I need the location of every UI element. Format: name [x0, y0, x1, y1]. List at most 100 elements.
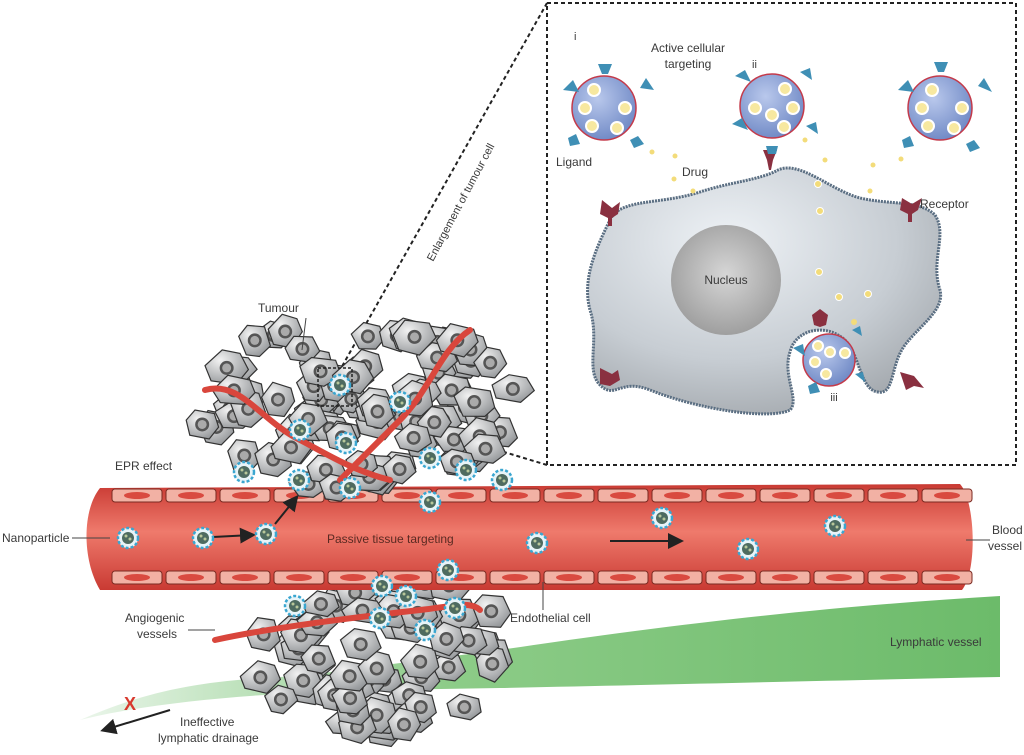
endothelial-nucleus	[124, 492, 150, 499]
receptor-icon	[900, 198, 922, 222]
tumour-cell-nucleolus	[399, 720, 409, 730]
liposome-iii	[793, 326, 865, 394]
tumour-cell-nucleolus	[222, 363, 232, 373]
endothelial-nucleus	[178, 574, 204, 581]
tumour-cell-nucleolus	[487, 659, 497, 669]
endothelial-nucleus	[556, 574, 582, 581]
tumour-cell-nucleolus	[469, 397, 479, 407]
tumour-cell-nucleolus	[372, 710, 382, 720]
nanoparticle-icon	[525, 531, 549, 555]
tumour-cell-nucleolus	[356, 639, 366, 649]
nanoparticles	[116, 373, 847, 642]
tumour-cell-nucleolus	[447, 385, 457, 395]
endothelial-nucleus	[610, 492, 636, 499]
tumour-cell-nucleolus	[296, 630, 306, 640]
endothelial-nucleus	[340, 574, 366, 581]
extravasation-arrow-2	[274, 494, 299, 525]
tumour-leader-line	[301, 317, 307, 351]
label-roman-iii: iii	[830, 392, 837, 404]
enlargement-label: Enlargement of tumour cell	[425, 142, 497, 264]
endothelial-nucleus	[826, 574, 852, 581]
tumour-cell-nucleolus	[464, 636, 474, 646]
tumour-cell-nucleolus	[350, 588, 360, 598]
endothelial-nucleus	[394, 492, 420, 499]
nanoparticle-icon	[283, 594, 307, 618]
nanoparticle-icon	[116, 526, 140, 550]
endothelial-row-bottom	[111, 570, 973, 585]
tumour-cell-nucleolus	[321, 465, 331, 475]
tumour-cell-nucleolus	[239, 451, 249, 461]
tumour-cell-nucleolus	[486, 606, 496, 616]
nanoparticle-icon	[823, 514, 847, 538]
tumour-cell-nucleolus	[459, 702, 469, 712]
tumour-cell-nucleolus	[346, 394, 356, 404]
tumour-cell-nucleolus	[357, 606, 367, 616]
passive-targeting-label: Passive tissue targeting	[327, 532, 454, 546]
endothelial-nucleus	[880, 492, 906, 499]
enlargement-inset: Enlargement of tumour cell Nucleus	[339, 2, 1017, 466]
endothelial-nucleus	[664, 492, 690, 499]
label-roman-i: i	[574, 31, 576, 43]
endothelial-nucleus	[934, 574, 960, 581]
tumour-cell-nucleolus	[416, 702, 426, 712]
endothelial-nucleus	[556, 492, 582, 499]
tumour-cell-nucleolus	[449, 435, 459, 445]
nanoparticle-icon	[443, 596, 467, 620]
tumour-cell-nucleolus	[298, 676, 308, 686]
nanoparticle-icon	[287, 468, 311, 492]
nucleus-label: Nucleus	[704, 273, 747, 287]
tumour-cell-nucleolus	[508, 384, 518, 394]
endothelial-nucleus	[124, 574, 150, 581]
tumour-cell-nucleolus	[348, 372, 358, 382]
tumour-cell-nucleolus	[273, 395, 283, 405]
endothelial-nucleus	[664, 574, 690, 581]
ligand-label: Ligand	[556, 155, 592, 169]
blocked-x-mark: X	[124, 694, 136, 714]
receptors	[600, 150, 924, 390]
epr-effect-label: EPR effect	[115, 459, 173, 473]
endothelial-nucleus	[502, 574, 528, 581]
nanoparticle-icon	[334, 431, 358, 455]
endothelial-nucleus	[232, 574, 258, 581]
tumour-cell-nucleolus	[197, 419, 207, 429]
tumour-cell-nucleolus	[316, 599, 326, 609]
tumour-cell-nucleolus	[345, 671, 355, 681]
tumour-cell-nucleolus	[286, 442, 296, 452]
nanoparticle-icon	[191, 526, 215, 550]
tumour-cell-nucleolus	[485, 358, 495, 368]
nucleus	[671, 225, 781, 335]
endothelial-nucleus	[772, 492, 798, 499]
tumour-cell-nucleolus	[345, 693, 355, 703]
drug-label: Drug	[682, 165, 708, 179]
nanoparticle-icon	[368, 606, 392, 630]
drainage-arrow	[100, 709, 171, 735]
nanoparticle-icon	[418, 490, 442, 514]
nanoparticle-icon	[436, 558, 460, 582]
receptor-icon	[812, 309, 828, 327]
angiogenic-vessel	[337, 327, 473, 483]
tumour-cell-nucleolus	[429, 417, 439, 427]
tumour-cell-nucleolus	[441, 634, 451, 644]
tumour-cell-nucleolus	[372, 663, 382, 673]
tumour-cell-nucleolus	[331, 483, 341, 493]
tumour-cell-nucleolus	[372, 407, 382, 417]
liposome-ii	[732, 68, 818, 154]
nanoparticle-icon	[338, 476, 362, 500]
receptor-icon	[900, 372, 924, 390]
endothelial-nucleus	[232, 492, 258, 499]
endothelial-nucleus	[772, 574, 798, 581]
tumour-cell-nucleolus	[250, 335, 260, 345]
nanoparticle-label: Nanoparticle	[2, 531, 70, 545]
endothelial-nucleus	[394, 574, 420, 581]
endothelial-nucleus	[718, 574, 744, 581]
receptor-label: Receptor	[920, 197, 969, 211]
endothelial-nucleus	[826, 492, 852, 499]
tumour-cell-nucleolus	[276, 694, 286, 704]
liposome-right	[898, 62, 992, 152]
nanoparticle-icon	[328, 373, 352, 397]
tumour-cell-nucleolus	[410, 332, 420, 342]
label-roman-ii: ii	[752, 59, 757, 71]
nanoparticle-icon	[394, 584, 418, 608]
